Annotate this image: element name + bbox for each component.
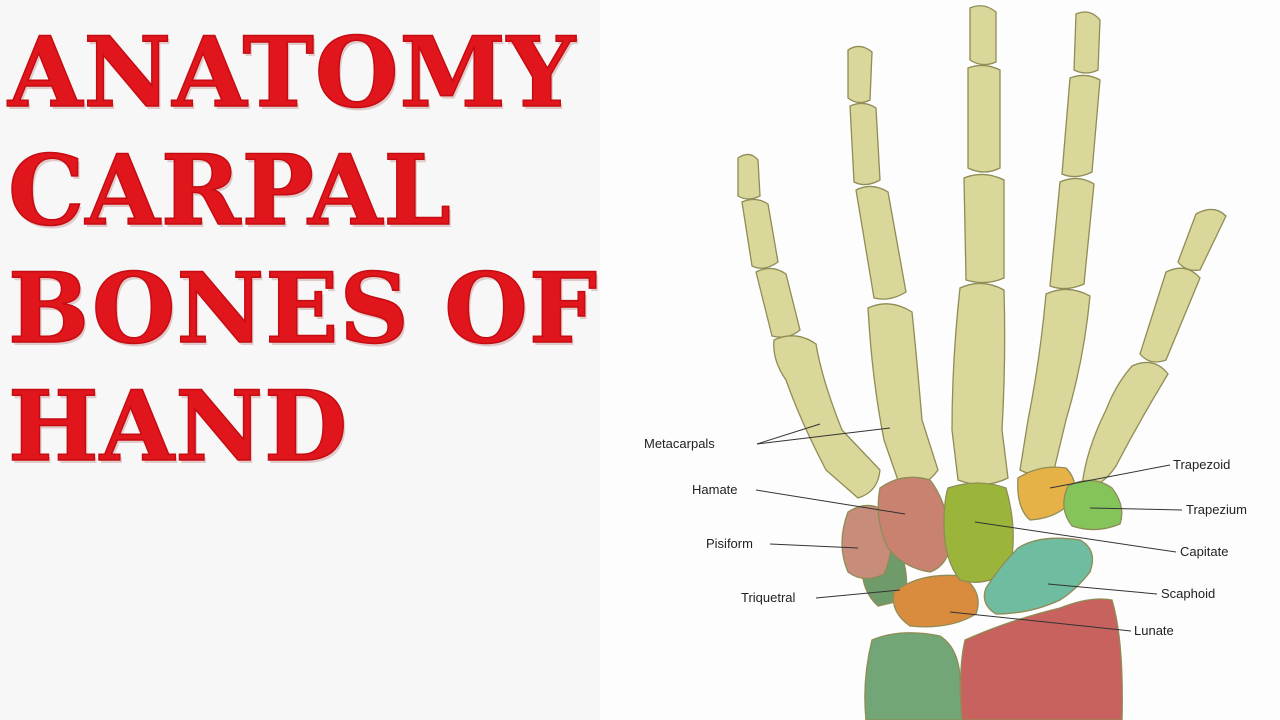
label-lunate: Lunate (1134, 623, 1174, 638)
lunate-bone (892, 574, 979, 628)
little-finger (737, 153, 881, 499)
title-line-2: CARPAL (7, 133, 452, 248)
title-line-3: BONES OF (7, 251, 598, 366)
ring-finger (847, 45, 939, 488)
label-trapezium: Trapezium (1186, 502, 1247, 517)
label-capitate: Capitate (1180, 544, 1228, 559)
scaphoid-bone (983, 537, 1094, 615)
trapezium-bone (1063, 479, 1123, 531)
leader-lines (755, 423, 1183, 632)
ulna-bone (864, 632, 963, 720)
pisiform-bone (841, 504, 892, 580)
title-line-4: HAND (7, 369, 349, 484)
label-scaphoid: Scaphoid (1161, 586, 1215, 601)
radius-bone (959, 598, 1123, 720)
label-hamate: Hamate (692, 482, 738, 497)
thumb (1081, 208, 1227, 488)
label-pisiform: Pisiform (706, 536, 753, 551)
label-trapezoid: Trapezoid (1173, 457, 1230, 472)
label-triquetral: Triquetral (741, 590, 796, 605)
middle-finger (951, 5, 1009, 486)
hamate-bone (877, 476, 953, 573)
label-metacarpals: Metacarpals (644, 436, 715, 451)
index-finger (1019, 11, 1101, 475)
